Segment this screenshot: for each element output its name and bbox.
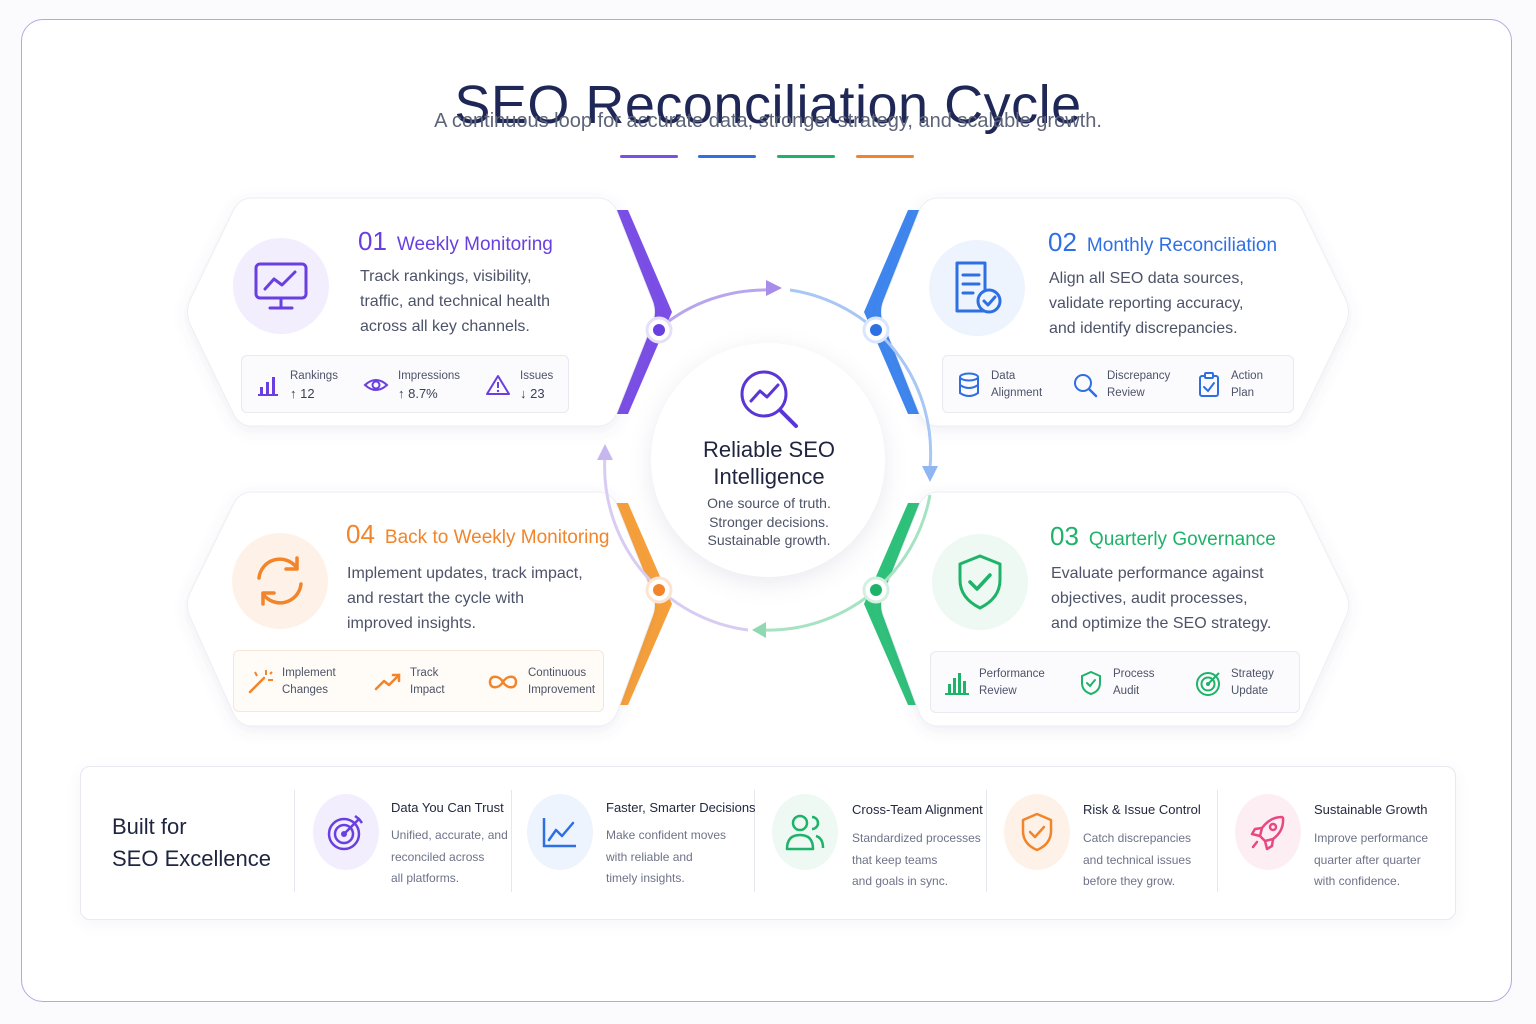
metric-rankings: Rankings↑ 12 <box>254 356 338 414</box>
feature-title: Faster, Smarter Decisions <box>606 800 756 815</box>
accent-line-blue <box>698 155 756 158</box>
shield-check-icon <box>932 534 1028 630</box>
step-02-heading: 02 Monthly Reconciliation <box>1048 227 1277 258</box>
arc-blue <box>789 288 933 469</box>
line-chart-icon <box>527 794 593 870</box>
clipboard-check-icon <box>1195 371 1223 399</box>
step-04-description: Implement updates, track impact, and res… <box>347 565 583 632</box>
excellence-title: Built for SEO Excellence <box>112 814 271 871</box>
warning-icon <box>484 371 512 399</box>
step-number: 02 <box>1048 227 1077 257</box>
trend-up-icon <box>374 668 402 696</box>
page-title: SEO Reconciliation Cycle <box>454 75 1082 136</box>
excellence-panel <box>80 766 1456 920</box>
step-01-metrics: Rankings↑ 12 Impressions↑ 8.7% Issues↓ 2… <box>241 355 569 413</box>
magnifier-chart-icon <box>736 368 802 432</box>
database-icon <box>955 371 983 399</box>
accent-line-orange <box>856 155 914 158</box>
arc-purple <box>659 288 771 330</box>
bar-chart-icon <box>943 669 971 697</box>
metric-impressions: Impressions↑ 8.7% <box>362 356 460 414</box>
divider <box>1217 790 1218 892</box>
step-title: Monthly Reconciliation <box>1086 235 1278 256</box>
refresh-icon <box>232 533 328 629</box>
divider <box>986 790 987 892</box>
magic-wand-icon <box>246 668 274 696</box>
users-icon <box>772 794 838 870</box>
step-number: 03 <box>1050 521 1079 551</box>
step-03-heading: 03 Quarterly Governance <box>1050 521 1276 552</box>
feature-title: Data You Can Trust <box>391 800 504 815</box>
wing-blue <box>864 210 938 414</box>
page-subtitle: A continuous loop for accurate data, str… <box>434 110 1102 132</box>
step-01-description: Track rankings, visibility, traffic, and… <box>360 268 551 335</box>
arrow-green <box>752 622 766 638</box>
shield-check-icon <box>1004 794 1070 870</box>
rocket-icon <box>1235 794 1301 870</box>
eye-icon <box>362 371 390 399</box>
wing-purple <box>598 210 672 414</box>
accent-line-green <box>777 155 835 158</box>
search-icon <box>1071 371 1099 399</box>
step-title: Quarterly Governance <box>1088 529 1276 550</box>
step-02-description: Align all SEO data sources, validate rep… <box>1049 270 1244 337</box>
shield-check-icon <box>1077 669 1105 697</box>
feature-title: Sustainable Growth <box>1314 802 1428 817</box>
monitor-chart-icon <box>233 238 329 334</box>
center-tagline: One source of truth. Stronger decisions.… <box>651 494 887 550</box>
step-number: 01 <box>358 226 387 256</box>
divider <box>294 790 295 892</box>
center-title: Reliable SEO Intelligence <box>702 437 836 489</box>
accent-line-purple <box>620 155 678 158</box>
step-title: Weekly Monitoring <box>396 234 553 255</box>
step-04-heading: 04 Back to Weekly Monitoring <box>346 519 610 550</box>
divider <box>511 790 512 892</box>
center-line: Stronger decisions. <box>709 513 829 530</box>
arrow-lavender <box>597 444 613 460</box>
step-03-description: Evaluate performance against objectives,… <box>1051 565 1272 632</box>
divider <box>754 790 755 892</box>
document-check-icon <box>929 240 1025 336</box>
center-line: One source of truth. <box>707 495 831 511</box>
step-title: Back to Weekly Monitoring <box>384 527 610 548</box>
feature-title: Cross-Team Alignment <box>852 802 983 817</box>
center-circle <box>651 343 885 577</box>
step-number: 04 <box>346 519 375 549</box>
infinity-icon <box>486 668 520 696</box>
step-01-heading: 01 Weekly Monitoring <box>358 226 553 257</box>
metric-issues: Issues↓ 23 <box>484 356 553 414</box>
arrow-blue <box>922 466 938 482</box>
bar-chart-icon <box>254 371 282 399</box>
target-icon <box>313 794 379 870</box>
feature-title: Risk & Issue Control <box>1083 802 1201 817</box>
center-line: Sustainable growth. <box>707 532 831 548</box>
target-icon <box>1195 669 1223 697</box>
arrow-purple <box>766 280 782 296</box>
arc-lavender <box>603 454 749 632</box>
